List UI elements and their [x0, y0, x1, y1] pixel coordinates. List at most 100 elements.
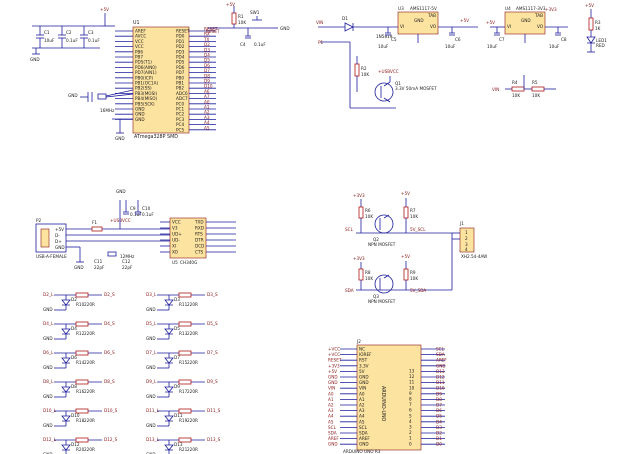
header-right-net-label[interactable]: D9 — [436, 391, 442, 396]
mcu-right-net-label[interactable]: D9 — [204, 79, 210, 84]
header-left-net-label[interactable]: SCL — [328, 425, 337, 430]
led-input-net[interactable]: D10_L — [43, 408, 57, 413]
header-right-net-label[interactable]: D8 — [436, 397, 442, 402]
led-output-net[interactable]: D6_S — [104, 350, 115, 355]
led-resistor[interactable] — [75, 292, 89, 298]
led-resistor[interactable] — [178, 350, 192, 356]
led-input-net[interactable]: D3_L — [146, 292, 157, 297]
ls-r8[interactable] — [358, 268, 364, 281]
led-input-net[interactable]: D5_L — [146, 321, 157, 326]
led-resistor[interactable] — [178, 379, 192, 385]
ch340-body[interactable] — [169, 217, 207, 259]
mcu-right-net-label[interactable]: RESET — [204, 27, 218, 32]
header-right-net-label[interactable]: D13 — [436, 369, 445, 374]
header-left-net-label[interactable]: AREF — [328, 436, 339, 441]
mcu-right-net-label[interactable]: D6 — [204, 63, 210, 68]
ls-r9[interactable] — [403, 268, 409, 281]
led-resistor[interactable] — [75, 408, 89, 414]
divider-r4[interactable] — [511, 86, 525, 92]
header-left-net-label[interactable]: +VCC — [328, 347, 340, 352]
mosfet-resistor[interactable] — [354, 63, 360, 77]
usb-fuse[interactable] — [91, 226, 103, 232]
ls-q3[interactable] — [374, 274, 394, 294]
header-right-net-label[interactable]: D2 — [436, 431, 442, 436]
header-left-net-label[interactable]: A4 — [328, 414, 334, 419]
led-resistor[interactable] — [75, 350, 89, 356]
led-input-net[interactable]: D2_L — [43, 292, 54, 297]
mcu-right-net-label[interactable]: D8 — [204, 73, 210, 78]
led-pwr-resistor[interactable] — [588, 17, 594, 31]
mcu-right-net-label[interactable]: A4 — [204, 120, 210, 125]
led-resistor[interactable] — [178, 292, 192, 298]
led-output-net[interactable]: D13_S — [207, 437, 221, 442]
led-resistor[interactable] — [75, 321, 89, 327]
reset-resistor[interactable] — [231, 12, 237, 25]
mcu-right-net-label[interactable]: A6 — [204, 89, 210, 94]
header-right-net-label[interactable]: D4 — [436, 419, 442, 424]
led-output-net[interactable]: D9_S — [207, 379, 218, 384]
mcu-right-net-label[interactable]: A5 — [204, 125, 210, 130]
led-input-net[interactable]: D11_L — [146, 408, 160, 413]
mosfet-q1[interactable] — [374, 82, 394, 102]
mcu-right-net-label[interactable]: D4 — [204, 53, 210, 58]
header-right-net-label[interactable]: D3 — [436, 425, 442, 430]
header-right-net-label[interactable]: D5 — [436, 414, 442, 419]
header-left-net-label[interactable]: A0 — [328, 391, 334, 396]
header-left-net-label[interactable]: +5V — [328, 369, 337, 374]
header-left-net-label[interactable]: VIN — [328, 386, 335, 391]
header-right-net-label[interactable]: SDA — [436, 352, 445, 357]
mcu-right-net-label[interactable]: D7 — [204, 68, 210, 73]
led-input-net[interactable]: D6_L — [43, 350, 54, 355]
header-body[interactable] — [356, 344, 422, 451]
header-left-net-label[interactable]: GND — [328, 375, 338, 380]
led-input-net[interactable]: D4_L — [43, 321, 54, 326]
mcu-right-net-label[interactable]: RX — [204, 32, 210, 37]
led-output-net[interactable]: D10_S — [104, 408, 118, 413]
led-input-net[interactable]: D13_L — [146, 437, 160, 442]
led-output-net[interactable]: D7_S — [207, 350, 218, 355]
led-resistor[interactable] — [178, 321, 192, 327]
header-left-net-label[interactable]: A3 — [328, 408, 334, 413]
ls-connector-body[interactable] — [459, 227, 475, 253]
ls-r7[interactable] — [403, 206, 409, 219]
led-resistor[interactable] — [178, 437, 192, 443]
led-output-net[interactable]: D3_S — [207, 292, 218, 297]
mcu-right-net-label[interactable]: A2 — [204, 110, 210, 115]
led-output-net[interactable]: D5_S — [207, 321, 218, 326]
header-left-net-label[interactable]: A1 — [328, 397, 334, 402]
ls-r6[interactable] — [358, 206, 364, 219]
led-resistor[interactable] — [75, 437, 89, 443]
header-right-net-label[interactable]: D6 — [436, 408, 442, 413]
mcu-right-net-label[interactable]: A0 — [204, 99, 210, 104]
header-left-net-label[interactable]: RESET — [328, 358, 342, 363]
header-left-net-label[interactable]: A2 — [328, 403, 334, 408]
header-left-net-label[interactable]: GND — [328, 442, 338, 447]
mcu-right-net-label[interactable]: D2 — [204, 42, 210, 47]
header-left-net-label[interactable]: GND — [328, 380, 338, 385]
header-left-net-label[interactable]: SDA — [328, 431, 337, 436]
mcu-right-net-label[interactable]: A7 — [204, 94, 210, 99]
led-output-net[interactable]: D2_S — [104, 292, 115, 297]
led-resistor[interactable] — [75, 379, 89, 385]
ls-q2[interactable] — [374, 214, 394, 234]
header-right-net-label[interactable]: D0 — [436, 442, 442, 447]
header-left-net-label[interactable]: +VCC — [328, 352, 340, 357]
usb-connector[interactable] — [35, 223, 67, 253]
divider-r5[interactable] — [531, 86, 545, 92]
header-right-net-label[interactable]: AREF — [436, 358, 447, 363]
mcu-right-net-label[interactable]: D10 — [204, 84, 213, 89]
mcu-right-net-label[interactable]: D5 — [204, 58, 210, 63]
header-right-net-label[interactable]: D12 — [436, 375, 445, 380]
led-input-net[interactable]: D12_L — [43, 437, 57, 442]
header-right-net-label[interactable]: D10 — [436, 386, 445, 391]
power-diode[interactable] — [344, 22, 354, 32]
mcu-crystal[interactable] — [97, 93, 107, 100]
led-input-net[interactable]: D7_L — [146, 350, 157, 355]
led-input-net[interactable]: D9_L — [146, 379, 157, 384]
header-right-net-label[interactable]: SCL — [436, 347, 445, 352]
header-right-net-label[interactable]: GND — [436, 363, 446, 368]
mcu-body[interactable] — [132, 26, 190, 134]
mcu-right-net-label[interactable]: A1 — [204, 105, 210, 110]
header-left-net-label[interactable]: +3V3 — [328, 363, 340, 368]
led-resistor[interactable] — [178, 408, 192, 414]
